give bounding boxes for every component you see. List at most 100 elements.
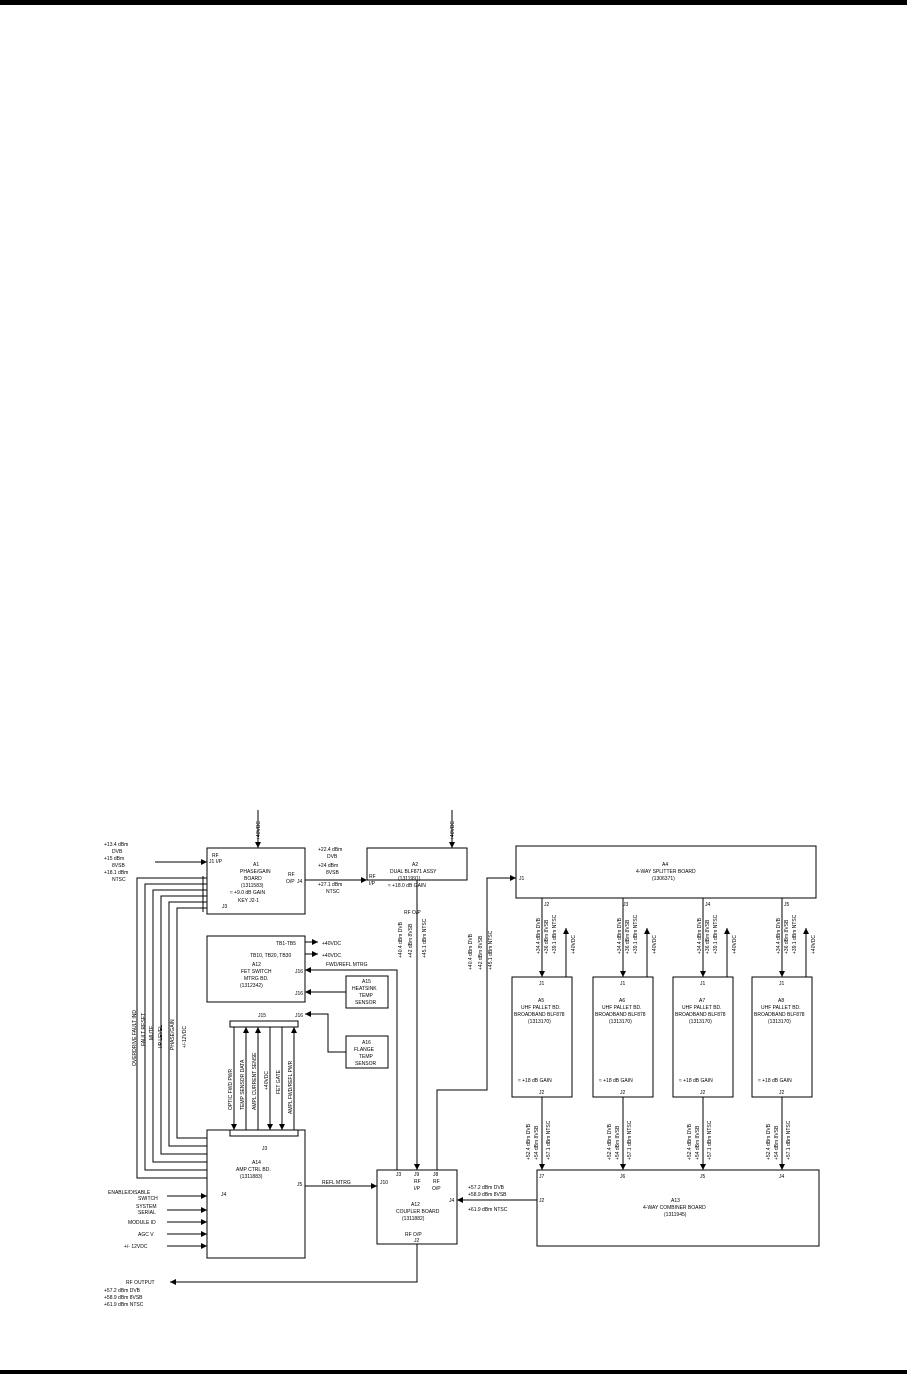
arrow-tb2 [312, 951, 318, 957]
a5-j1: J1 [539, 981, 545, 987]
a12-part: (1312342) [240, 983, 263, 989]
a5-out-2: +54 dBm 8VSB [534, 1125, 540, 1160]
a1-out-level-1: +22.4 dBm [318, 847, 342, 853]
a4-title1: 4-WAY SPLITTER BOARD [636, 869, 696, 875]
a6-out-1: +52.4 dBm DVB [607, 1123, 613, 1160]
cpl-rf-op1: RF [433, 1179, 440, 1185]
a1-ip-label: I/P [216, 859, 223, 865]
a14-j5: J5 [297, 1182, 303, 1188]
a5-pwr: +40VDC [571, 935, 577, 954]
in-agc-v: AGC V [138, 1232, 154, 1238]
sig-12vdc: +/-12VDC [182, 1026, 188, 1048]
cpl-rf-op2: O/P [432, 1186, 441, 1192]
a15-designator: A15 [362, 979, 371, 985]
arrow-a8-pwr [803, 928, 809, 934]
sig-temp-sensor: TEMP SENSOR DATA [240, 1059, 246, 1110]
a12-tb2-pwr: +40VDC [322, 953, 341, 959]
a1-rfo-label: RF [288, 872, 295, 878]
arrow-comb-j5 [700, 1164, 706, 1170]
pallet-a5-in-levels: +34.4 dBm DVB +36 dBm 8VSB +39.1 dBm NTS… [536, 914, 577, 954]
a4-j4: J4 [705, 902, 711, 908]
arrow-a1-power [255, 842, 261, 848]
a12-j16-b: J16 [295, 991, 303, 997]
a8-j2: J2 [779, 1090, 785, 1096]
arrow-a2-power [449, 842, 455, 848]
cpl-j3: J3 [396, 1172, 402, 1178]
a16-a12-line [305, 1013, 346, 1053]
a5-out-3: +57.1 dBm NTSC [546, 1120, 552, 1160]
a13-j6: J6 [620, 1174, 626, 1180]
arrow-comb-j6 [620, 1164, 626, 1170]
a2-out-level-3: +45.1 dBm NTSC [422, 918, 428, 958]
a14-j4: J4 [221, 1192, 227, 1198]
a12-j15: J15 [258, 1013, 266, 1019]
a1-designator: A1 [253, 862, 259, 868]
a8-out-1: +52.4 dBm DVB [766, 1123, 772, 1160]
a13-designator: A13 [671, 1198, 680, 1204]
a14-designator: A14 [252, 1160, 261, 1166]
a12-j16-a: J16 [295, 969, 303, 975]
a16-title2: TEMP [359, 1054, 374, 1060]
a13-j7: J7 [539, 1174, 545, 1180]
ctrl-loop-3 [152, 889, 207, 1163]
a8-pwr: +40VDC [811, 935, 817, 954]
a12-title1: FET SWITCH [241, 969, 272, 975]
a6-designator: A6 [619, 998, 625, 1004]
a8-in-2: +36 dBm 8VSB [784, 919, 790, 954]
arrow-a5-pwr [563, 928, 569, 934]
arrow-coupler-j4 [457, 1197, 463, 1203]
input-level-5: +18.1 dBm [104, 870, 128, 876]
cpl-part: (1311882) [402, 1216, 425, 1222]
arrow-comb-j4 [779, 1164, 785, 1170]
sig-fet-gate: FET GATE [276, 1069, 282, 1094]
a6-j1: J1 [620, 981, 626, 987]
a1-rf-label: RF [212, 853, 219, 859]
comb-out-3: +61.9 dBm NTSC [468, 1207, 508, 1213]
a4-j2: J2 [544, 902, 550, 908]
a14-title1: AMP CTRL BD. [236, 1167, 271, 1173]
in-enable: ENABLE/DISABLE [108, 1190, 151, 1196]
input-level-1: +13.4 dBm [104, 842, 128, 848]
arrow-bus-2 [243, 1027, 249, 1033]
a2-power-label: +40VDC [450, 821, 456, 840]
a13-title1: 4-WAY COMBINER BOARD [643, 1205, 706, 1211]
a12-j15-bar [229, 1020, 299, 1028]
ctrl-loop-5 [168, 901, 207, 1147]
a8-title1: UHF PALLET BD. [761, 1005, 801, 1011]
sig-overdrive: OVERDRIVE FAULT IND [132, 1010, 138, 1066]
a7-out-3: +57.1 dBm NTSC [707, 1120, 713, 1160]
a2-out-label: RF O/P [404, 910, 421, 916]
a6-in-3: +39.1 dBm NTSC [633, 914, 639, 954]
in-serial: SERIAL [138, 1210, 156, 1216]
a1-box [206, 847, 306, 915]
a2-designator: A2 [412, 862, 418, 868]
ctrl-loop-2 [144, 883, 207, 1171]
sig-fault-reset: FAULT RESET [141, 1013, 147, 1046]
sig-optic-fwd: OPTIC FWD PWR [228, 1069, 234, 1110]
arrow-a15 [305, 989, 311, 995]
a1-out-level-2: DVB [327, 854, 338, 860]
a1-op-label: O/P [286, 879, 295, 885]
pallet-a6: J1 A6 UHF PALLET BD. BROADBAND BLF878 (1… [595, 981, 646, 1096]
cpl-j10: J10 [380, 1180, 388, 1186]
a8-j1: J1 [779, 981, 785, 987]
in-12vdc: +/- 12VDC [124, 1244, 148, 1250]
rf-output-label: RF OUTPUT [126, 1280, 155, 1286]
a1-title2: BOARD [244, 876, 262, 882]
sig-ampl-current: AMPL CURRENT SENSE [252, 1052, 258, 1110]
arrow-tb1 [312, 939, 318, 945]
a2-part: (1311991) [398, 876, 421, 882]
a7-out-2: +54 dBm 8VSB [695, 1125, 701, 1160]
a13-j5: J5 [700, 1174, 706, 1180]
rf-output-1: +57.2 dBm DVB [104, 1288, 141, 1294]
cpl-j2: J2 [414, 1238, 420, 1244]
top-rule [0, 0, 907, 5]
a16-title3: SENSOR [355, 1061, 377, 1067]
sig-ip-level: I/P LEVEL [158, 1025, 164, 1048]
pallet-a8: J1 A8 UHF PALLET BD. BROADBAND BLF878 (1… [754, 981, 805, 1096]
arrow-a14-in-5 [201, 1243, 207, 1249]
a6-part: (1313170) [609, 1019, 632, 1025]
arrow-a14-in-1 [201, 1193, 207, 1199]
a7-title2: BROADBAND BLF878 [675, 1012, 726, 1018]
input-level-4: 8VSB [112, 863, 125, 869]
